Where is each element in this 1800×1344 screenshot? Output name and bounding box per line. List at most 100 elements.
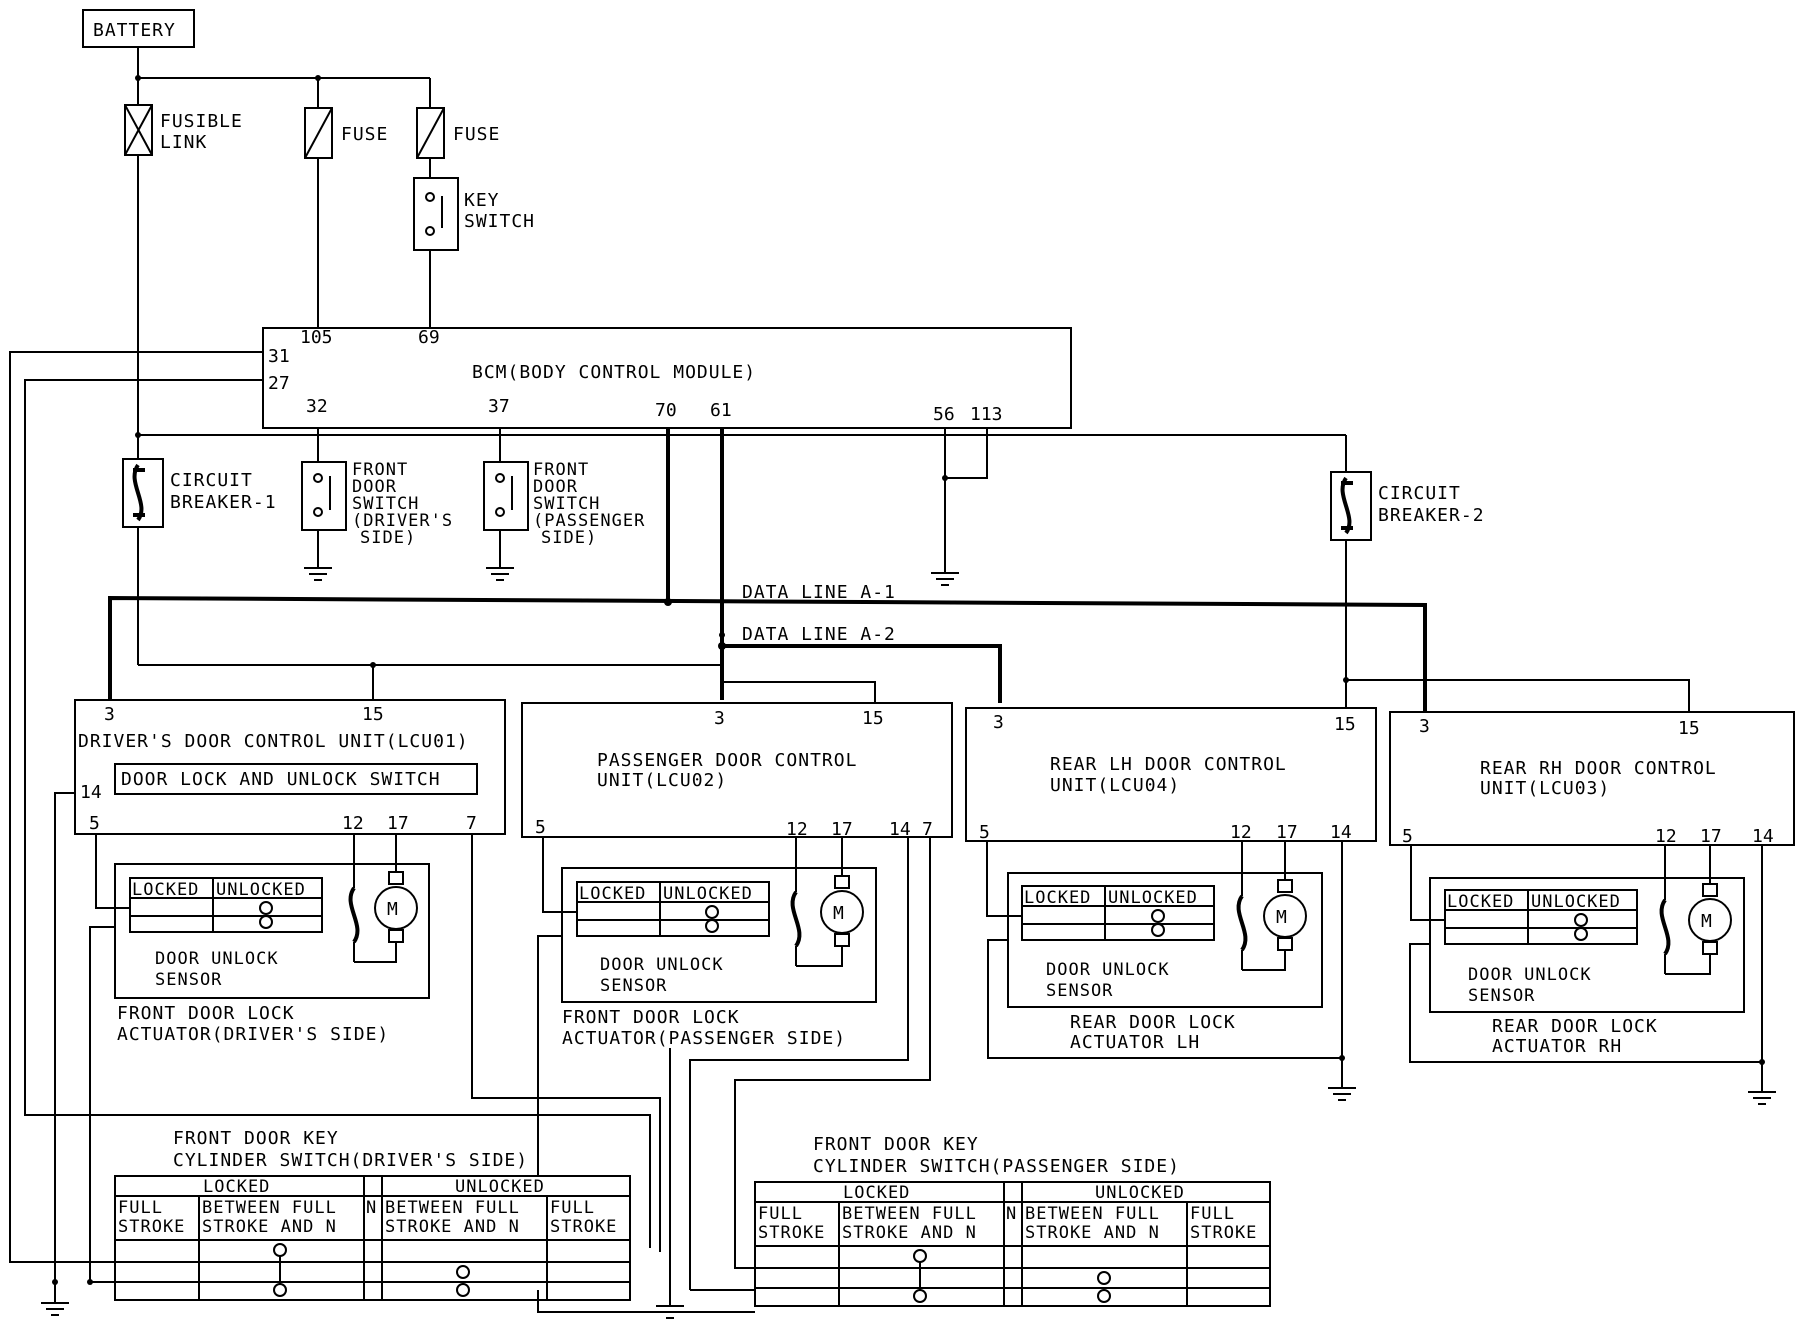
sensor-driver-unlocked: UNLOCKED (216, 880, 306, 900)
door-unlock-sensor-driver (129, 877, 323, 933)
lcu01-pin-5: 5 (89, 813, 100, 834)
fuse-2-label: FUSE (453, 124, 500, 145)
lcu02-pin-17: 17 (831, 819, 853, 840)
circuit-breaker-2-label-1: CIRCUIT (1378, 483, 1461, 504)
door-unlock-sensor-passenger (576, 881, 770, 937)
lcu03-pin-15: 15 (1678, 718, 1700, 739)
lcu04-pin-3: 3 (993, 712, 1004, 733)
key-cyl-passenger-n: N (1006, 1204, 1017, 1224)
key-cyl-driver-label-2: CYLINDER SWITCH(DRIVER'S SIDE) (173, 1150, 528, 1171)
key-cyl-driver-n: N (366, 1198, 377, 1218)
lcu03-pin-14: 14 (1752, 826, 1774, 847)
battery-box (82, 9, 195, 48)
sensor-rear-lh-label-1: DOOR UNLOCK (1046, 960, 1170, 980)
bcm-box (262, 327, 1072, 429)
key-cyl-passenger-between-1: BETWEEN FULL (842, 1204, 977, 1224)
lcu04-pin-15: 15 (1334, 714, 1356, 735)
ground-icon (1328, 1087, 1356, 1101)
key-cyl-driver-between-1: BETWEEN FULL (202, 1198, 337, 1218)
circuit-breaker-1-label-1: CIRCUIT (170, 470, 253, 491)
sensor-passenger-unlocked: UNLOCKED (663, 884, 753, 904)
front-door-switch-passenger-label-5: SIDE) (541, 528, 597, 548)
motor-passenger-label: M (833, 903, 845, 924)
door-lock-unlock-switch-box[interactable] (114, 763, 478, 795)
motor-icon (1263, 894, 1307, 938)
lcu03-pin-5: 5 (1402, 826, 1413, 847)
key-cyl-driver-between-2: STROKE AND N (202, 1217, 337, 1237)
sensor-rear-rh-label-2: SENSOR (1468, 986, 1535, 1006)
front-door-switch-driver-label-1: FRONT (352, 460, 408, 480)
lcu04-pin-5: 5 (979, 822, 990, 843)
key-cyl-driver-full-2: STROKE (118, 1217, 185, 1237)
front-door-switch-passenger-label-3: SWITCH (533, 494, 600, 514)
key-cyl-driver-label-1: FRONT DOOR KEY (173, 1128, 339, 1149)
circuit-breaker-2-label-2: BREAKER-2 (1378, 505, 1485, 526)
lcu01-pin-15: 15 (362, 704, 384, 725)
lcu01-pin-7: 7 (466, 813, 477, 834)
front-door-switch-passenger-label-4: (PASSENGER (533, 511, 645, 531)
ground-icon (41, 1302, 69, 1316)
lcu01-pin-3: 3 (104, 704, 115, 725)
key-cyl-passenger-between-4: STROKE AND N (1025, 1223, 1160, 1243)
key-cyl-passenger-between-3: BETWEEN FULL (1025, 1204, 1160, 1224)
lcu04-pin-12: 12 (1230, 822, 1252, 843)
lcu04-box (965, 707, 1377, 842)
bcm-pin-56: 56 (933, 404, 955, 425)
key-cyl-passenger-label-2: CYLINDER SWITCH(PASSENGER SIDE) (813, 1156, 1180, 1177)
bcm-pin-69: 69 (418, 327, 440, 348)
sensor-passenger-label-1: DOOR UNLOCK (600, 955, 724, 975)
motor-icon (820, 890, 864, 934)
key-cyl-passenger-full-3: FULL (1190, 1204, 1235, 1224)
actuator-passenger-label-2: ACTUATOR(PASSENGER SIDE) (562, 1028, 846, 1049)
front-door-switch-driver-label-4: (DRIVER'S (352, 511, 453, 531)
lcu02-pin-3: 3 (714, 708, 725, 729)
motor-rear-lh-label: M (1276, 907, 1288, 928)
actuator-rear-lh-label-2: ACTUATOR LH (1070, 1032, 1200, 1053)
front-door-switch-driver-label-5: SIDE) (360, 528, 416, 548)
circuit-breaker-1-label-2: BREAKER-1 (170, 492, 277, 513)
sensor-driver-label-2: SENSOR (155, 970, 222, 990)
front-door-switch-passenger-label-1: FRONT (533, 460, 589, 480)
bcm-pin-61: 61 (710, 400, 732, 421)
fusible-link-label-1: FUSIBLE (160, 111, 243, 132)
bcm-title: BCM(BODY CONTROL MODULE) (472, 362, 756, 383)
lcu02-pin-7: 7 (922, 819, 933, 840)
actuator-rear-lh-label-1: REAR DOOR LOCK (1070, 1012, 1236, 1033)
sensor-rear-lh-locked: LOCKED (1024, 888, 1091, 908)
lcu03-title-2: UNIT(LCU03) (1480, 778, 1610, 799)
lcu04-pin-14: 14 (1330, 822, 1352, 843)
lcu02-title-2: UNIT(LCU02) (597, 770, 727, 791)
key-cyl-driver-locked: LOCKED (203, 1177, 270, 1197)
sensor-passenger-locked: LOCKED (579, 884, 646, 904)
lcu01-pin-12: 12 (342, 813, 364, 834)
ground-icon (304, 567, 332, 581)
front-door-switch-passenger-symbol (483, 461, 529, 531)
bcm-pin-113: 113 (970, 404, 1003, 425)
lcu02-title-1: PASSENGER DOOR CONTROL (597, 750, 857, 771)
fuse-1-label: FUSE (341, 124, 388, 145)
lcu03-box (1389, 711, 1795, 846)
key-cyl-driver-between-3: BETWEEN FULL (385, 1198, 520, 1218)
circuit-breaker-2-symbol (1330, 471, 1372, 541)
lcu04-pin-17: 17 (1276, 822, 1298, 843)
key-cyl-driver-full-4: STROKE (550, 1217, 617, 1237)
bcm-pin-37: 37 (488, 396, 510, 417)
lcu04-title-2: UNIT(LCU04) (1050, 775, 1180, 796)
bcm-pin-32: 32 (306, 396, 328, 417)
bcm-pin-70: 70 (655, 400, 677, 421)
key-cyl-driver-full-1: FULL (118, 1198, 163, 1218)
lcu01-pin-14: 14 (80, 782, 102, 803)
door-unlock-sensor-rear-lh (1021, 885, 1215, 941)
lcu01-pin-17: 17 (387, 813, 409, 834)
front-door-switch-passenger-label-2: DOOR (533, 477, 578, 497)
key-cyl-passenger-full-4: STROKE (1190, 1223, 1257, 1243)
lcu02-pin-12: 12 (786, 819, 808, 840)
key-switch-label-1: KEY (464, 190, 500, 211)
motor-driver-label: M (387, 899, 399, 920)
actuator-passenger-label-1: FRONT DOOR LOCK (562, 1007, 740, 1028)
key-cyl-passenger-between-2: STROKE AND N (842, 1223, 977, 1243)
bcm-pin-27: 27 (268, 373, 290, 394)
lcu01-title: DRIVER'S DOOR CONTROL UNIT(LCU01) (78, 731, 469, 752)
actuator-rear-rh-label-2: ACTUATOR RH (1492, 1036, 1622, 1057)
